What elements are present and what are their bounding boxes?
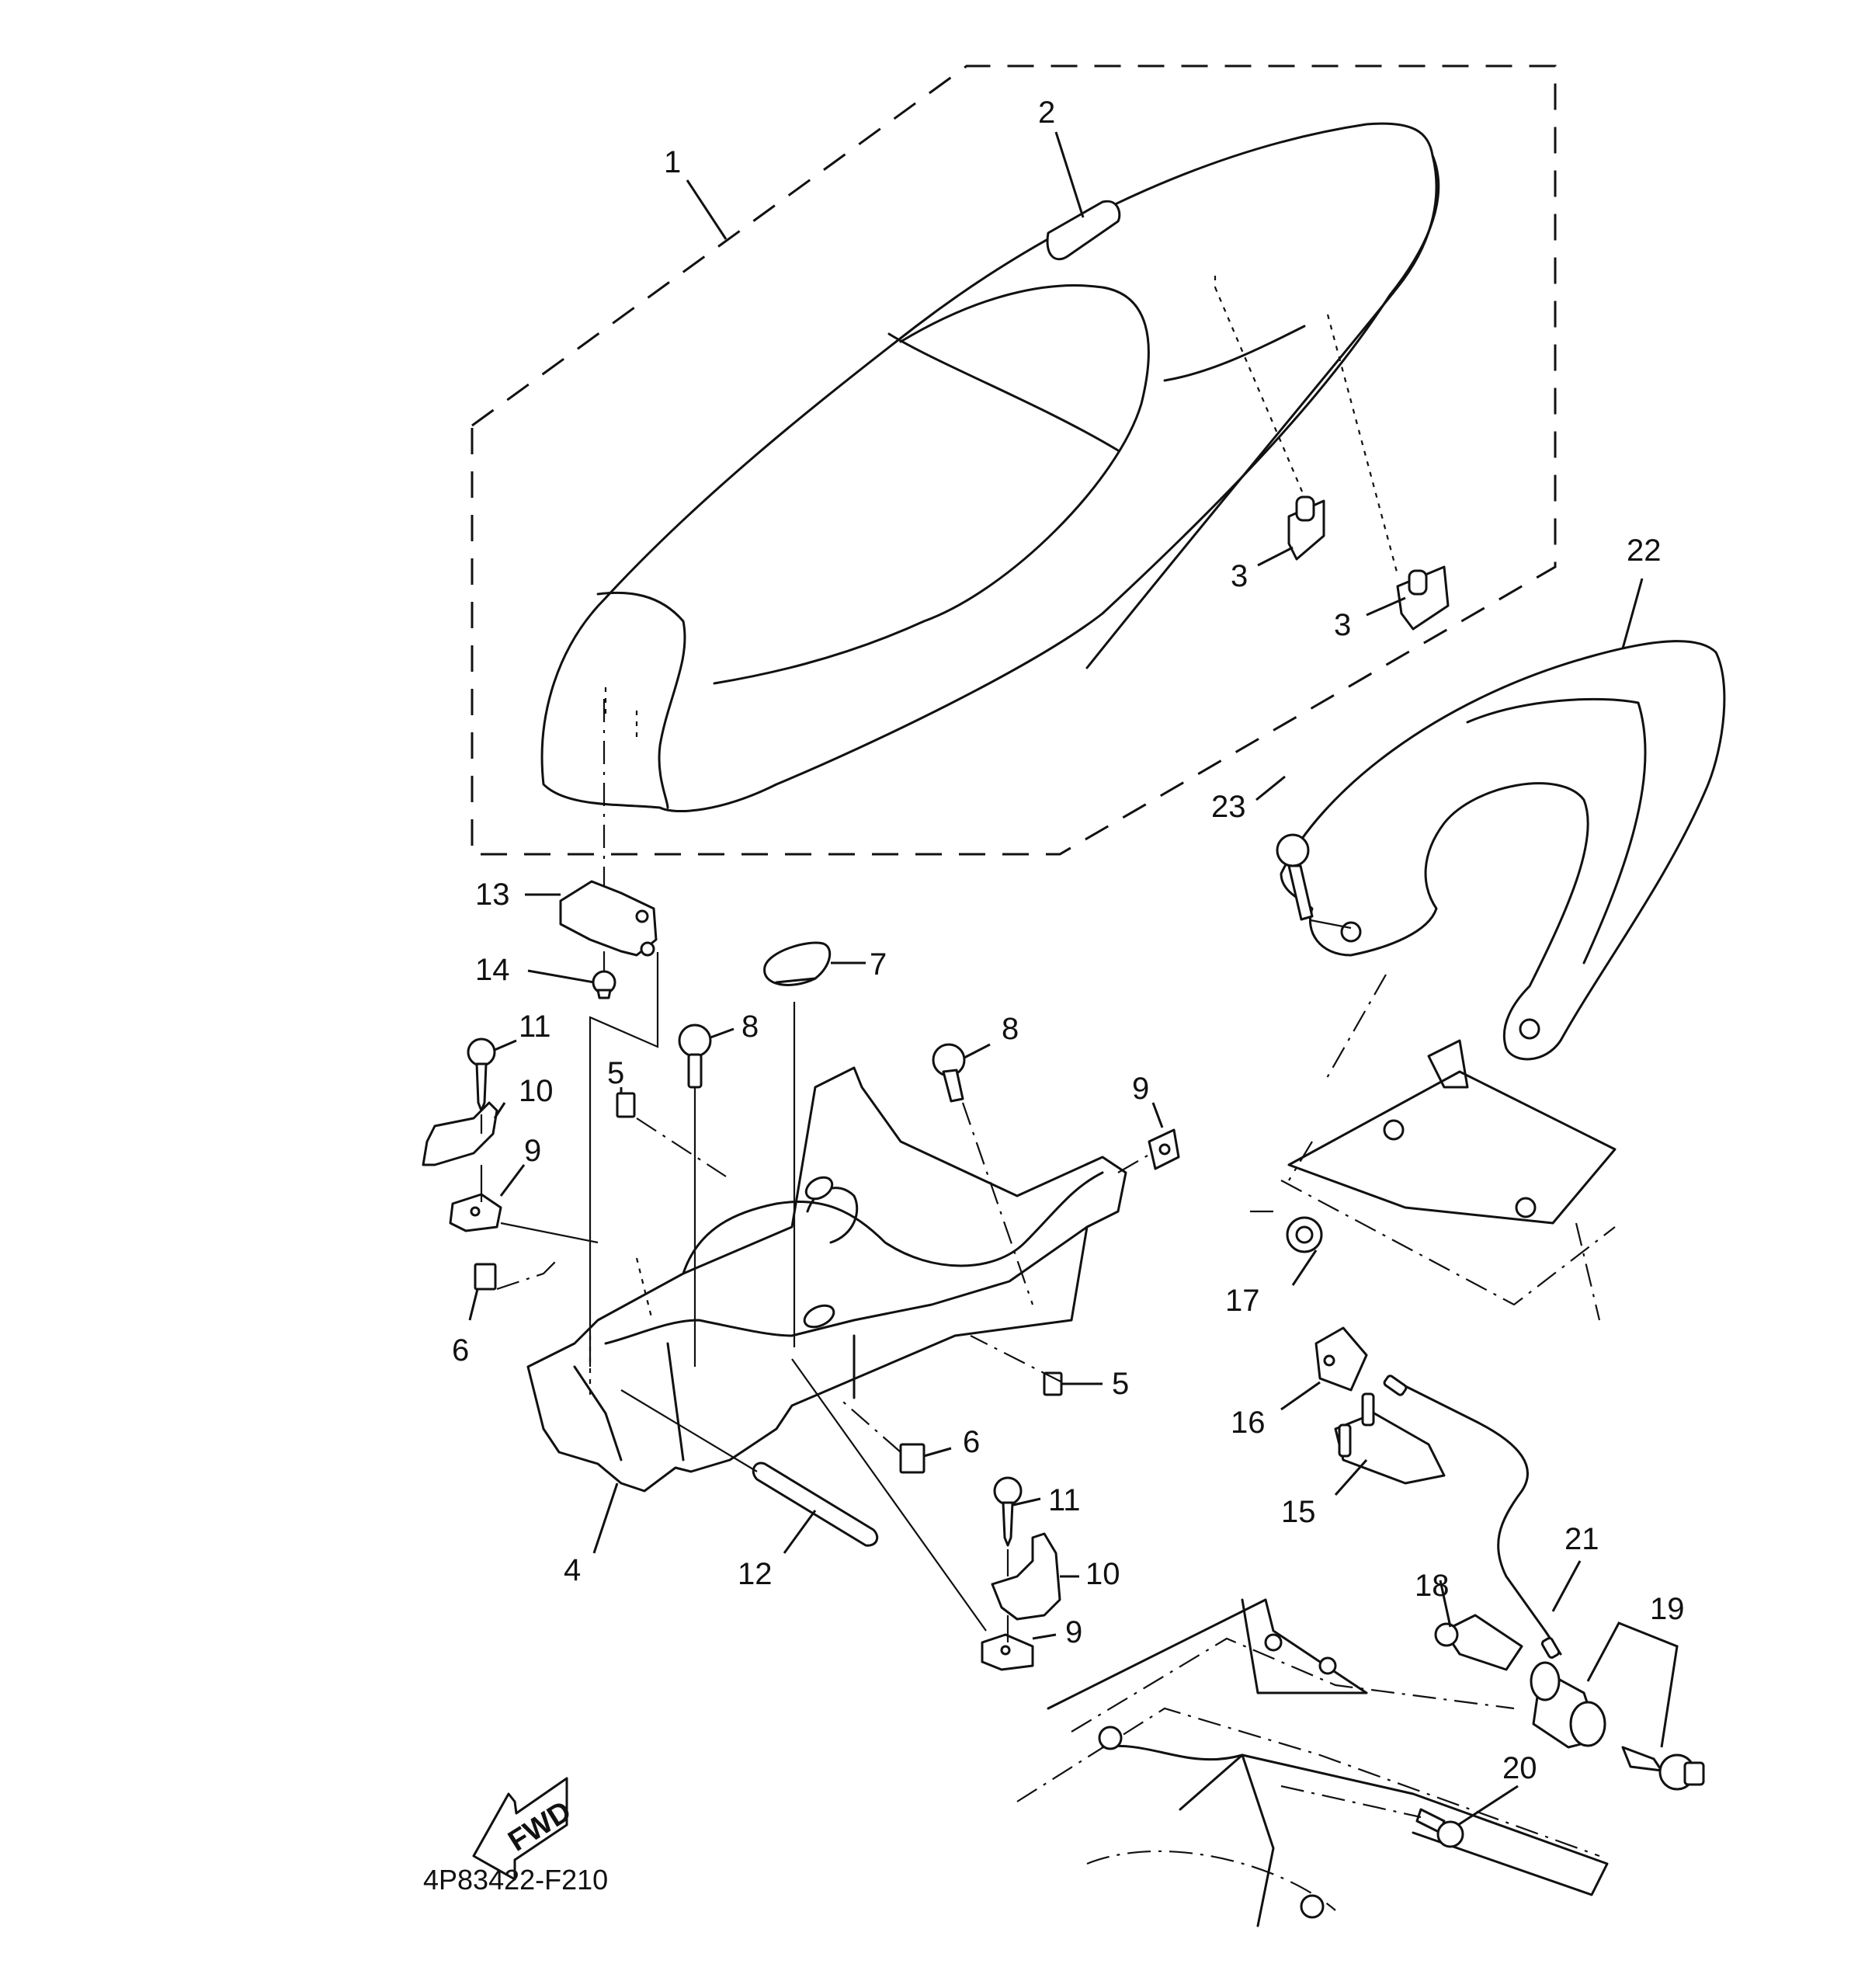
seat-bracket-part-2[interactable] — [1046, 200, 1121, 261]
seat-latch-part-15[interactable] — [1334, 1392, 1446, 1485]
clip-nut-part-9a[interactable] — [449, 1193, 502, 1232]
bracket-part-18[interactable] — [1434, 1614, 1523, 1671]
callout-21[interactable]: 21 — [1564, 1522, 1599, 1556]
clip-nut-part-9c[interactable] — [981, 1633, 1034, 1671]
callout-17[interactable]: 17 — [1225, 1284, 1260, 1318]
callout-3a[interactable]: 3 — [1231, 559, 1248, 593]
screw-part-20[interactable] — [1415, 1808, 1464, 1848]
bolt-part-8a[interactable] — [678, 1024, 712, 1089]
callout-3b[interactable]: 3 — [1334, 608, 1351, 642]
callout-5a[interactable]: 5 — [607, 1056, 624, 1090]
callout-1[interactable]: 1 — [664, 145, 681, 179]
callout-labels: 1 2 3 3 4 5 5 6 6 7 8 8 9 9 9 10 10 11 1… — [452, 96, 1685, 1785]
pad-part-6a[interactable] — [474, 1263, 497, 1291]
screw-part-11b[interactable] — [993, 1476, 1023, 1547]
clip-part-10b[interactable] — [991, 1532, 1061, 1621]
callout-6b[interactable]: 6 — [963, 1425, 980, 1459]
callout-4[interactable]: 4 — [564, 1553, 581, 1587]
callout-7[interactable]: 7 — [870, 947, 887, 982]
lock-cylinder-part-19[interactable] — [1530, 1661, 1606, 1749]
callout-5b[interactable]: 5 — [1112, 1367, 1129, 1401]
nut-part-17[interactable] — [1286, 1216, 1323, 1253]
plate-part-16[interactable] — [1314, 1326, 1368, 1392]
rear-frame-lower — [1016, 1598, 1609, 1927]
rear-frame-upper — [1250, 974, 1617, 1321]
callout-23[interactable]: 23 — [1211, 790, 1246, 824]
callout-11a[interactable]: 11 — [519, 1010, 551, 1044]
damper-part-3b[interactable] — [1396, 565, 1450, 631]
damper-part-3a[interactable] — [1287, 495, 1325, 561]
callout-19[interactable]: 19 — [1650, 1592, 1685, 1626]
callout-11b[interactable]: 11 — [1048, 1483, 1081, 1517]
storage-box-part-4[interactable] — [526, 1066, 1127, 1493]
assembly-guide-lines — [480, 699, 1148, 1642]
collar-part-14[interactable] — [592, 970, 616, 999]
cable-part-21[interactable] — [1383, 1375, 1562, 1659]
seat-part[interactable] — [540, 122, 1440, 813]
screw-part-11a[interactable] — [467, 1037, 496, 1112]
callout-6a[interactable]: 6 — [452, 1333, 469, 1368]
callout-20[interactable]: 20 — [1502, 1751, 1537, 1785]
bolt-part-8b[interactable] — [932, 1043, 966, 1103]
key-part-19[interactable] — [1621, 1746, 1705, 1791]
clip-part-10a[interactable] — [422, 1101, 498, 1166]
callout-15[interactable]: 15 — [1281, 1495, 1316, 1529]
callout-16[interactable]: 16 — [1231, 1406, 1266, 1440]
drawing-code: 4P83422-F210 — [423, 1864, 608, 1896]
grab-bar-part-22[interactable] — [1280, 640, 1726, 1061]
callout-12[interactable]: 12 — [738, 1557, 773, 1591]
callout-2[interactable]: 2 — [1038, 96, 1055, 130]
callout-9c[interactable]: 9 — [1065, 1615, 1082, 1649]
callout-8b[interactable]: 8 — [1002, 1012, 1019, 1046]
pad-part-6b[interactable] — [899, 1443, 926, 1474]
callout-10b[interactable]: 10 — [1085, 1557, 1120, 1591]
callout-9b[interactable]: 9 — [1132, 1072, 1149, 1106]
grommet-part-7[interactable] — [763, 941, 832, 986]
bolt-part-23[interactable] — [1276, 833, 1314, 921]
rod-part-12[interactable] — [752, 1461, 879, 1547]
pad-part-5a[interactable] — [616, 1092, 636, 1118]
callout-9a[interactable]: 9 — [524, 1134, 541, 1168]
pad-part-5b[interactable] — [1043, 1371, 1063, 1396]
callout-leaders — [468, 131, 1679, 1826]
callout-13[interactable]: 13 — [475, 878, 510, 912]
bracket-part-13[interactable] — [559, 880, 658, 957]
seat-assembly-boundary — [471, 64, 1557, 856]
callout-8a[interactable]: 8 — [741, 1010, 759, 1044]
clip-nut-part-9b[interactable] — [1148, 1128, 1180, 1170]
callout-22[interactable]: 22 — [1627, 533, 1662, 568]
callout-10a[interactable]: 10 — [519, 1074, 554, 1108]
callout-18[interactable]: 18 — [1415, 1569, 1450, 1603]
callout-14[interactable]: 14 — [475, 953, 510, 987]
